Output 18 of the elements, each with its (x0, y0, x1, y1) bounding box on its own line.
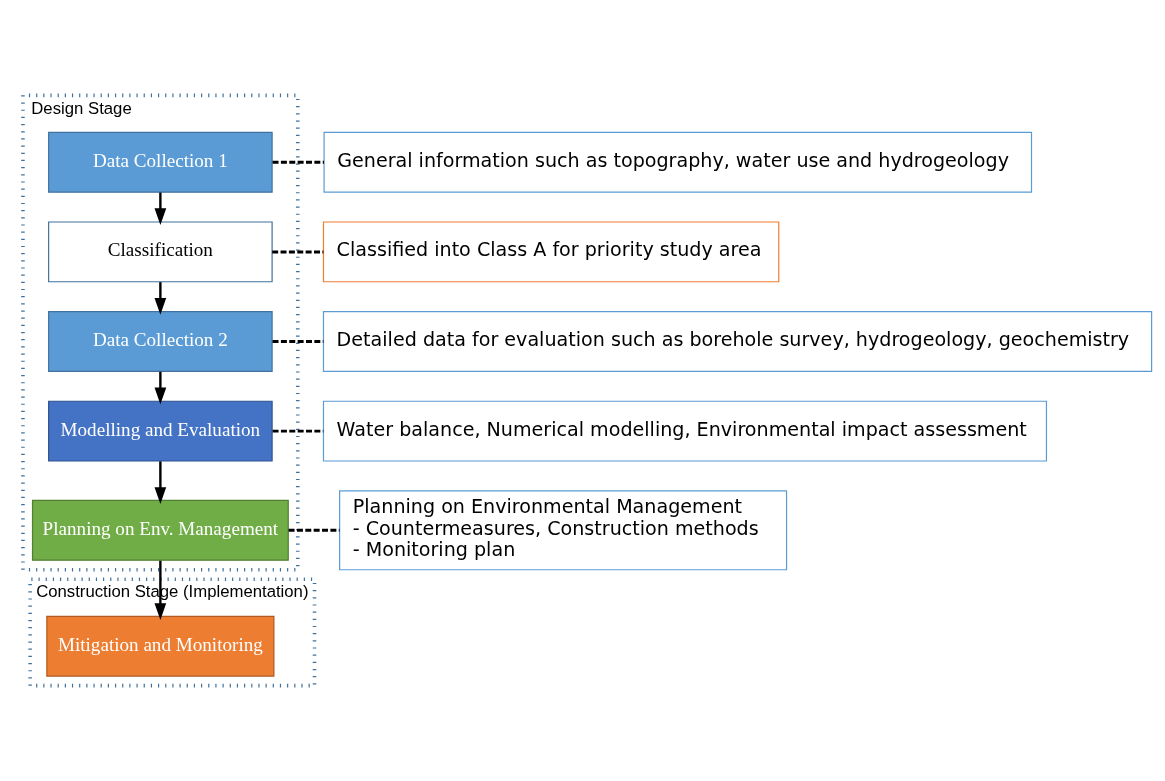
node-box: Classified into Class A for priority study area (322, 221, 780, 283)
node-box: Water balance, Numerical modelling, Environmental impact assessment (322, 400, 1048, 462)
node-box: Planning on Env. Management (31, 499, 289, 561)
node-box: Modelling and Evaluation (48, 400, 273, 462)
connector (272, 250, 324, 254)
arrow (154, 371, 167, 405)
arrow (154, 461, 167, 505)
node-box: General information such as topography, water use and hydrogeology (323, 131, 1033, 193)
node-box: Data Collection 2 (48, 311, 273, 372)
node-box: Classification (48, 221, 273, 283)
node-box: Data Collection 1 (48, 131, 273, 193)
node-box: Detailed data for evaluation such as borehole survey, hydrogeology, geochemistry (322, 311, 1153, 372)
node-box: Planning on Environmental Management - Countermeasures, Construction methods - Monitoring plan (339, 490, 788, 571)
arrow (154, 282, 167, 315)
connector (288, 528, 340, 532)
node-box: Mitigation and Monitoring (46, 615, 275, 677)
arrow (154, 192, 167, 226)
connector (272, 160, 324, 164)
